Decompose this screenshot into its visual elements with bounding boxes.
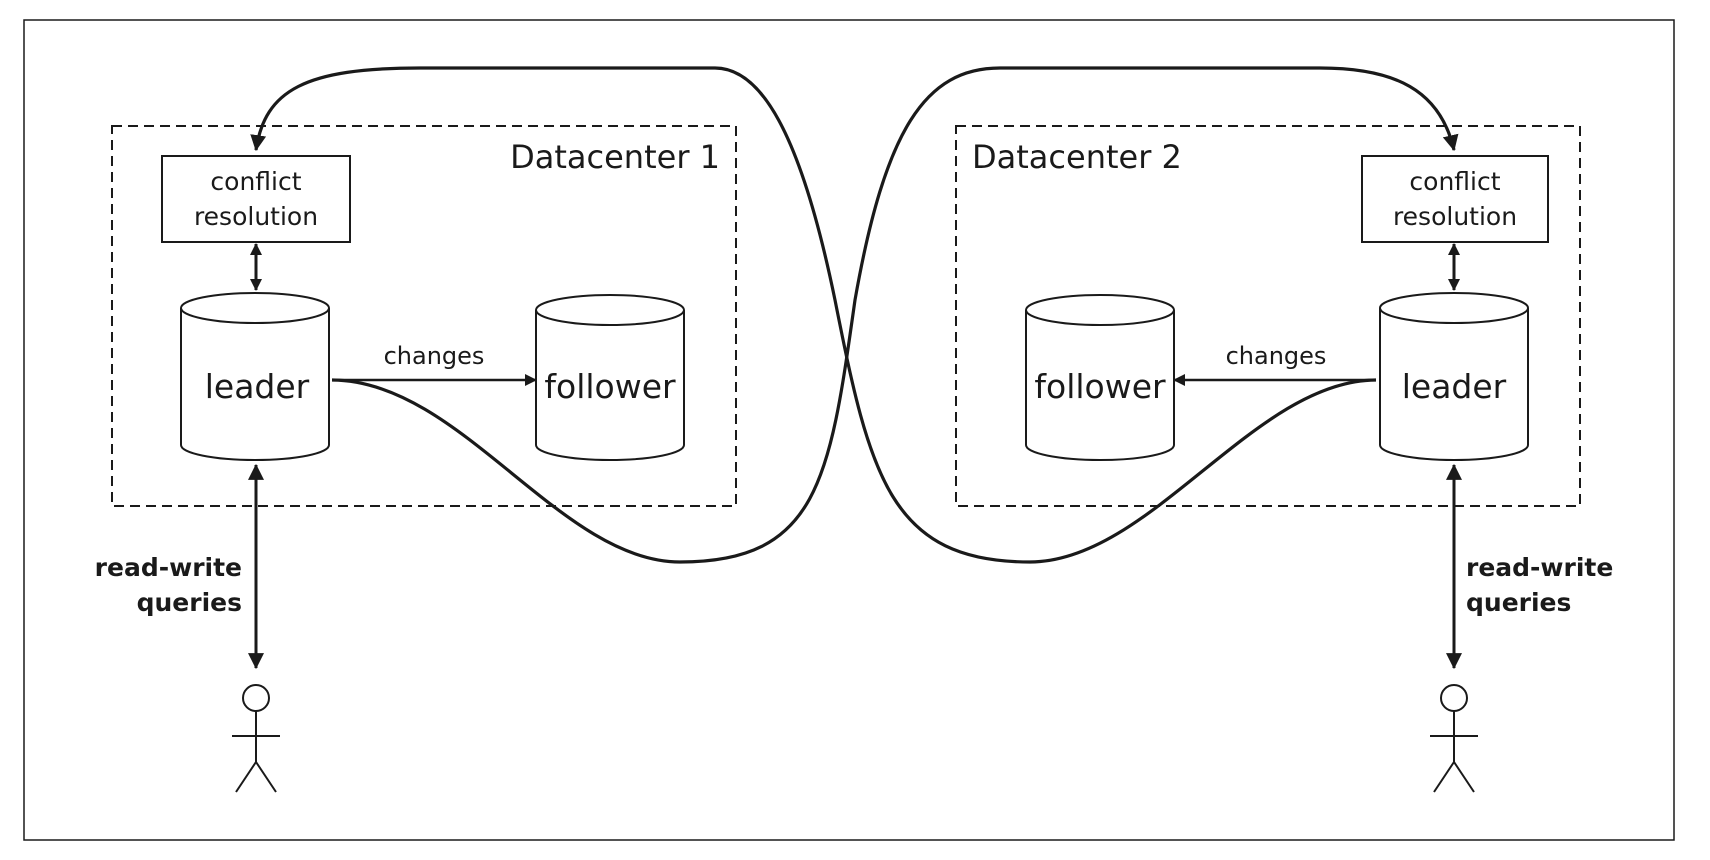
follower-database-1	[535, 294, 685, 461]
datacenter-2-boundary	[955, 125, 1581, 507]
follower-label-2: follower	[1034, 367, 1166, 406]
datacenter-1: Datacenter 1 conflict resolution leader …	[95, 125, 737, 793]
conflict-resolution-label-2-line1: conflict	[1409, 167, 1500, 196]
changes-label-1: changes	[384, 342, 485, 370]
user-2-icon	[1430, 684, 1478, 793]
replication-curve-dc2-to-dc1	[250, 66, 1377, 564]
conflict-resolution-box-1	[161, 155, 351, 243]
conflict-resolution-label-1-line1: conflict	[210, 167, 301, 196]
changes-label-2: changes	[1226, 342, 1327, 370]
datacenter-1-title: Datacenter 1	[510, 138, 720, 176]
conflict-resolution-box-2	[1361, 155, 1549, 243]
leader-database-1	[180, 292, 330, 461]
query-label-2-line2: queries	[1466, 588, 1571, 617]
query-label-1-line2: queries	[137, 588, 242, 617]
replication-curve-dc1-to-dc2	[331, 66, 1459, 564]
follower-label-1: follower	[544, 367, 676, 406]
user-1-icon	[232, 684, 280, 793]
outer-frame	[23, 19, 1675, 841]
datacenter-1-boundary	[111, 125, 737, 507]
leader-label-2: leader	[1402, 367, 1507, 406]
query-label-2-line1: read-write	[1466, 553, 1613, 582]
conflict-resolution-label-2-line2: resolution	[1393, 202, 1517, 231]
follower-database-2	[1025, 294, 1175, 461]
conflict-resolution-label-1-line2: resolution	[194, 202, 318, 231]
query-label-1-line1: read-write	[95, 553, 242, 582]
datacenter-2: Datacenter 2 conflict resolution followe…	[955, 125, 1613, 793]
datacenter-2-title: Datacenter 2	[972, 138, 1182, 176]
leader-label-1: leader	[205, 367, 310, 406]
leader-database-2	[1379, 292, 1529, 461]
